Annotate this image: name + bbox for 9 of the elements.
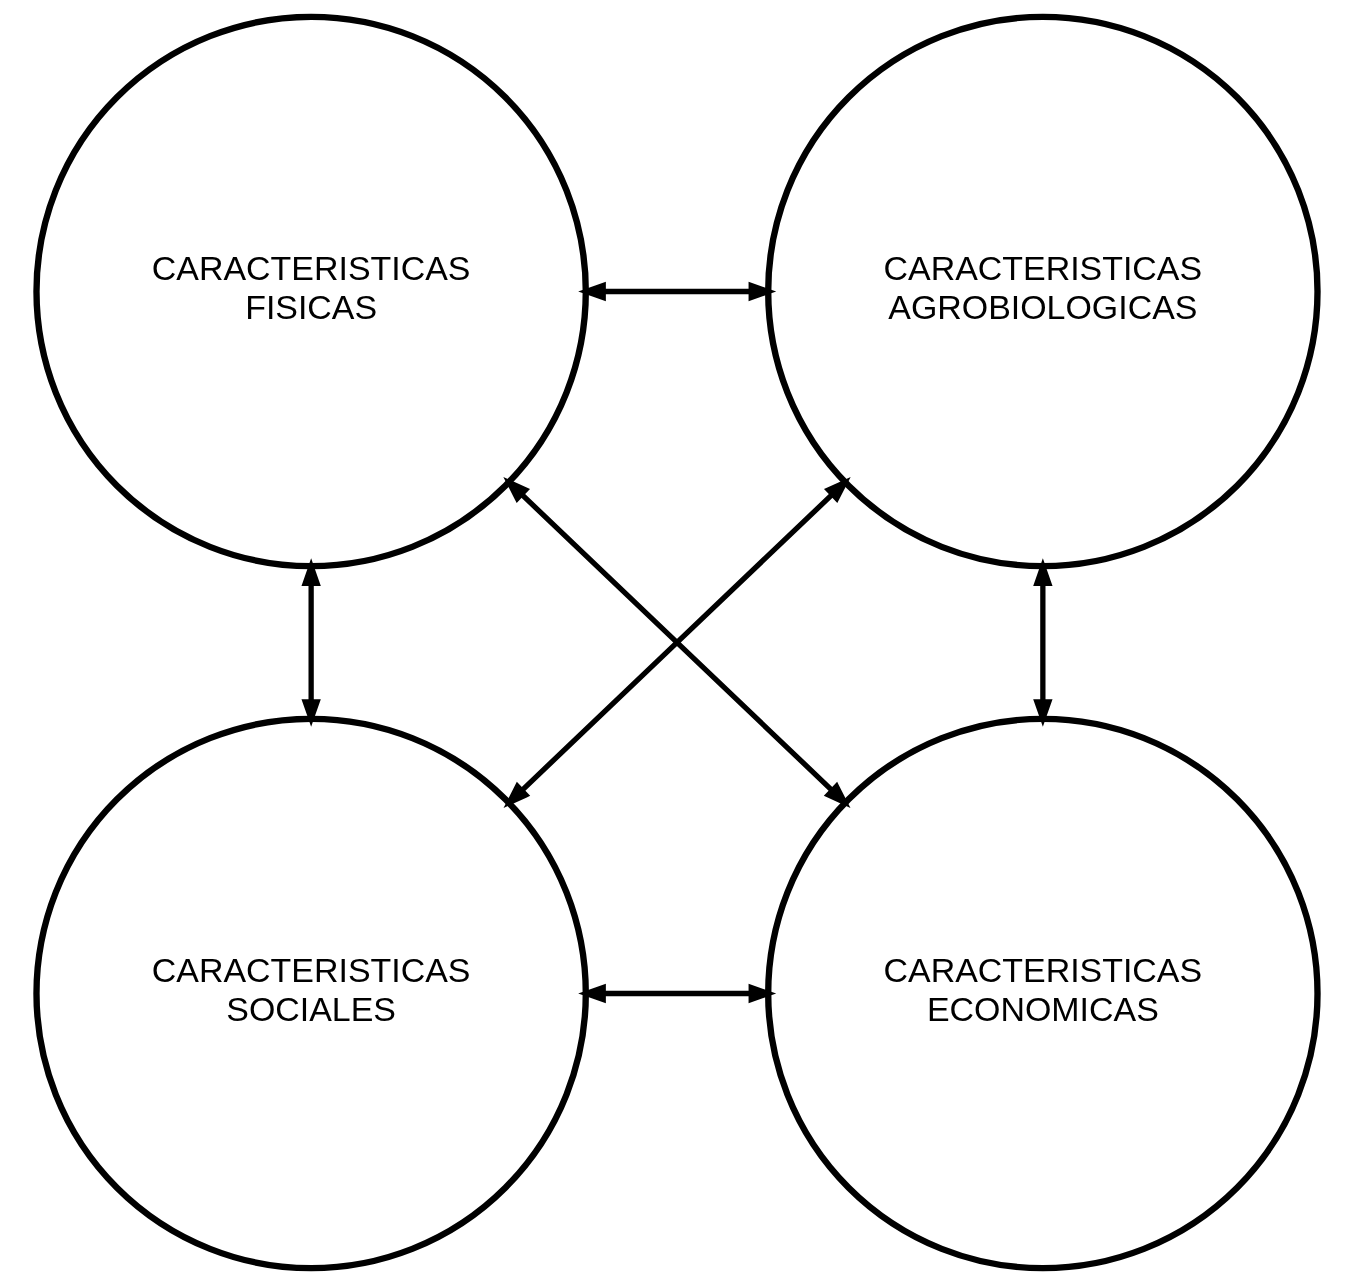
arrow <box>1033 558 1053 727</box>
arrow <box>503 476 851 808</box>
node-circle: CARACTERISTICAS FISICAS <box>33 13 589 570</box>
node-circle: CARACTERISTICAS SOCIALES <box>33 715 589 1272</box>
arrow <box>301 558 321 727</box>
node-circle: CARACTERISTICAS ECONOMICAS <box>765 715 1321 1272</box>
arrow <box>578 983 777 1004</box>
node-circle: CARACTERISTICAS AGROBIOLOGICAS <box>765 13 1321 570</box>
arrow <box>578 281 777 302</box>
